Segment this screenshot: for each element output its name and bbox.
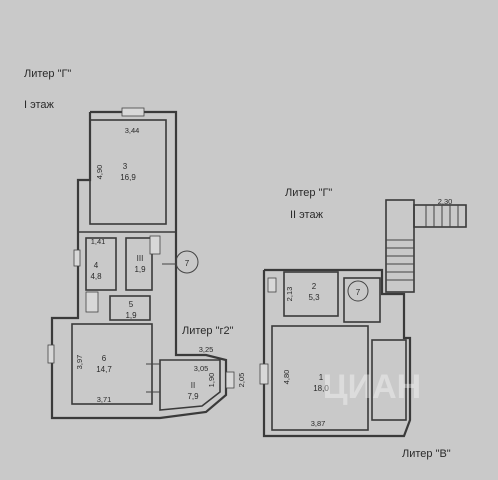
stair-steps bbox=[386, 205, 459, 281]
room-5-number: 5 bbox=[129, 300, 134, 309]
room-3-area: 16,9 bbox=[120, 173, 136, 182]
fixture bbox=[85, 291, 99, 313]
stair-marker-1-label: 7 bbox=[185, 259, 190, 268]
room-2-area: 5,3 bbox=[308, 293, 320, 302]
stair-marker-1-circle bbox=[175, 250, 199, 274]
dim-397: 3,97 bbox=[75, 355, 84, 370]
room-2-number: 2 bbox=[312, 282, 317, 291]
room-5-outline bbox=[109, 295, 151, 321]
room-6-outline bbox=[71, 323, 153, 405]
small-room-outline bbox=[343, 277, 381, 323]
floor1-plan bbox=[47, 107, 235, 420]
floor2-label: II этаж bbox=[290, 209, 324, 221]
room-1-number: 1 bbox=[319, 373, 324, 382]
window-left-2 bbox=[47, 344, 55, 364]
dim-371: 3,71 bbox=[97, 395, 112, 404]
room-4-number: 4 bbox=[94, 261, 99, 270]
side-room-outline bbox=[371, 339, 407, 421]
room-4-area: 4,8 bbox=[90, 272, 102, 281]
room-III-outline bbox=[125, 237, 153, 291]
room-3-outline bbox=[89, 119, 167, 225]
liter-v-label: Литер "В" bbox=[402, 448, 451, 460]
liter-g-label-floor2: Литер "Г" bbox=[285, 187, 332, 199]
window-top bbox=[121, 107, 145, 117]
liter-g2-label: Литер "г2" bbox=[182, 325, 234, 337]
window-stair bbox=[149, 235, 161, 255]
room-III-area: 1,9 bbox=[134, 265, 146, 274]
stair-block bbox=[385, 199, 415, 293]
floor2-outer-wall bbox=[262, 268, 412, 438]
room-6-number: 6 bbox=[102, 354, 107, 363]
room-6-area: 14,7 bbox=[96, 365, 112, 374]
stair-landing bbox=[413, 204, 467, 228]
dim-213: 2,13 bbox=[285, 287, 294, 302]
watermark: ЦИАН bbox=[323, 368, 421, 406]
dim-190: 1,90 bbox=[207, 373, 216, 388]
dim-141: 1,41 bbox=[91, 237, 106, 246]
room-II-number: II bbox=[191, 381, 195, 390]
dim-205: 2,05 bbox=[237, 373, 246, 388]
window-floor2-left bbox=[259, 363, 269, 385]
window-left-1 bbox=[73, 249, 81, 267]
window-floor2-top bbox=[267, 277, 277, 293]
room-II-area: 7,9 bbox=[187, 392, 199, 401]
dim-305: 3,05 bbox=[194, 364, 209, 373]
window-right-II bbox=[225, 371, 235, 389]
dim-387: 3,87 bbox=[311, 419, 326, 428]
floor1-label: I этаж bbox=[24, 99, 55, 111]
room-II-outline bbox=[159, 359, 221, 411]
dim-325: 3,25 bbox=[199, 345, 214, 354]
room-III-number: III bbox=[137, 254, 144, 263]
room-1-area: 18,0 bbox=[313, 384, 329, 393]
dim-490: 4,90 bbox=[95, 165, 104, 180]
dim-344: 3,44 bbox=[125, 126, 140, 135]
floor1-outer-wall bbox=[50, 110, 228, 420]
liter-g-label-floor1: Литер "Г" bbox=[24, 68, 71, 80]
room-4-outline bbox=[85, 237, 117, 291]
floor2-plan bbox=[259, 199, 467, 438]
room-1-outline bbox=[271, 325, 369, 431]
dim-480: 4,80 bbox=[282, 370, 291, 385]
dim-230: 2,30 bbox=[438, 197, 453, 206]
stair-marker-2-label: 7 bbox=[356, 288, 361, 297]
room-3-number: 3 bbox=[123, 162, 128, 171]
room-2-outline bbox=[283, 271, 339, 317]
room-5-area: 1,9 bbox=[125, 311, 137, 320]
stair-marker-2-circle bbox=[347, 280, 369, 302]
